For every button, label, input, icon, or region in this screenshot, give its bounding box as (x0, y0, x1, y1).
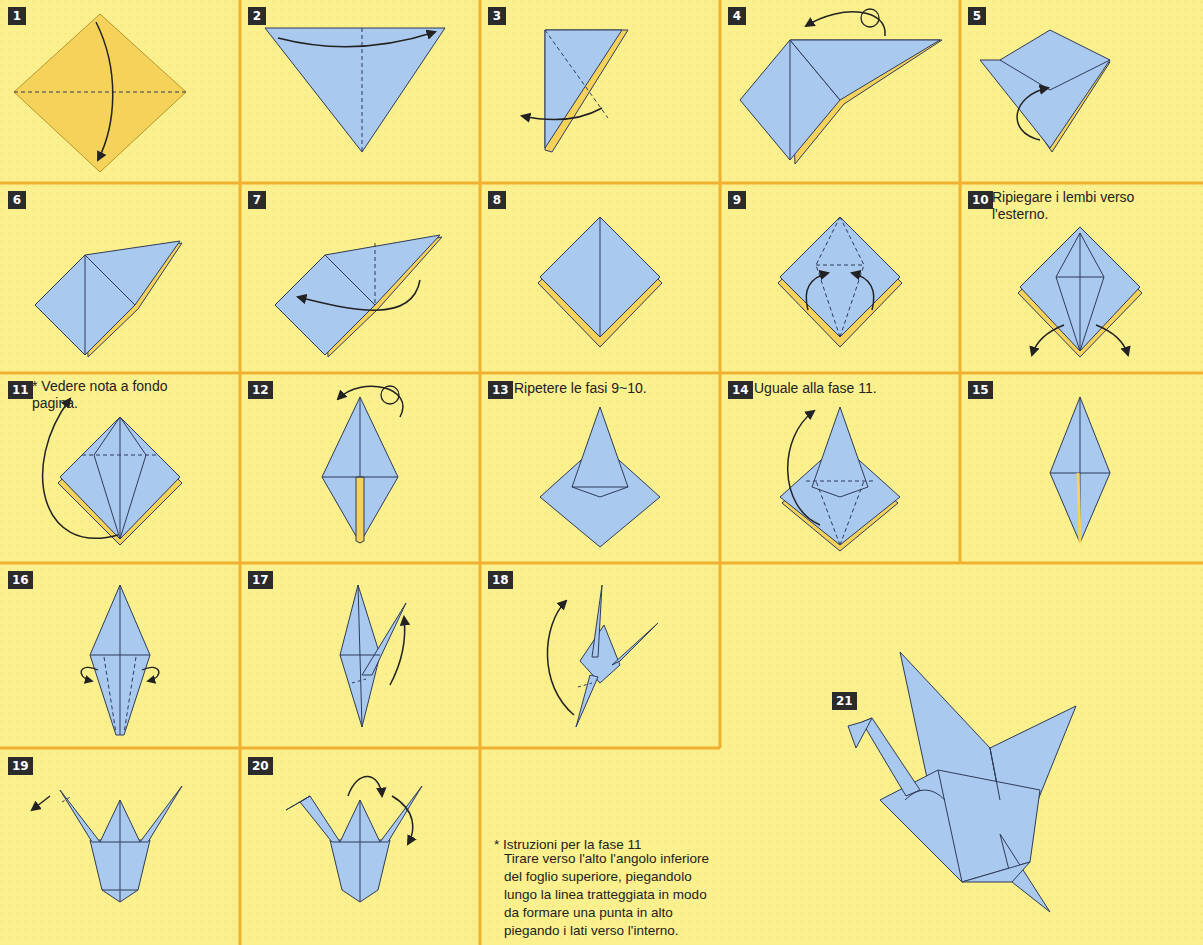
step-number: 5 (968, 7, 986, 25)
step-number: 2 (248, 7, 266, 25)
instruction-text: * Vedere nota a fondo pagina. (32, 378, 182, 412)
step-number: 8 (488, 191, 506, 209)
step-number: 3 (488, 7, 506, 25)
step-number: 1 (8, 7, 26, 25)
instruction-text: Tirare verso l'alto l'angolo inferiore d… (504, 850, 716, 940)
step-number: 15 (968, 381, 993, 399)
step-number: 18 (488, 571, 513, 589)
step-number: 6 (8, 191, 26, 209)
finished-crane (848, 652, 1076, 912)
fold-steps (14, 9, 1142, 912)
step-number: 16 (8, 571, 33, 589)
step-number: 9 (728, 191, 746, 209)
step-number: 19 (8, 757, 33, 775)
step-number: 14 (728, 381, 753, 399)
step-number: 13 (488, 381, 513, 399)
step-number: 11 (8, 381, 33, 399)
step-number: 10 (968, 191, 993, 209)
step-number: 21 (832, 692, 857, 710)
instruction-text: Uguale alla fase 11. (754, 380, 954, 397)
step-number: 20 (248, 757, 273, 775)
step-number: 12 (248, 381, 273, 399)
instruction-text: Ripiegare i lembi verso l'esterno. (992, 189, 1192, 223)
step-number: 7 (248, 191, 266, 209)
instruction-text: Ripetere le fasi 9~10. (514, 380, 714, 397)
step-number: 17 (248, 571, 273, 589)
step-number: 4 (728, 7, 746, 25)
